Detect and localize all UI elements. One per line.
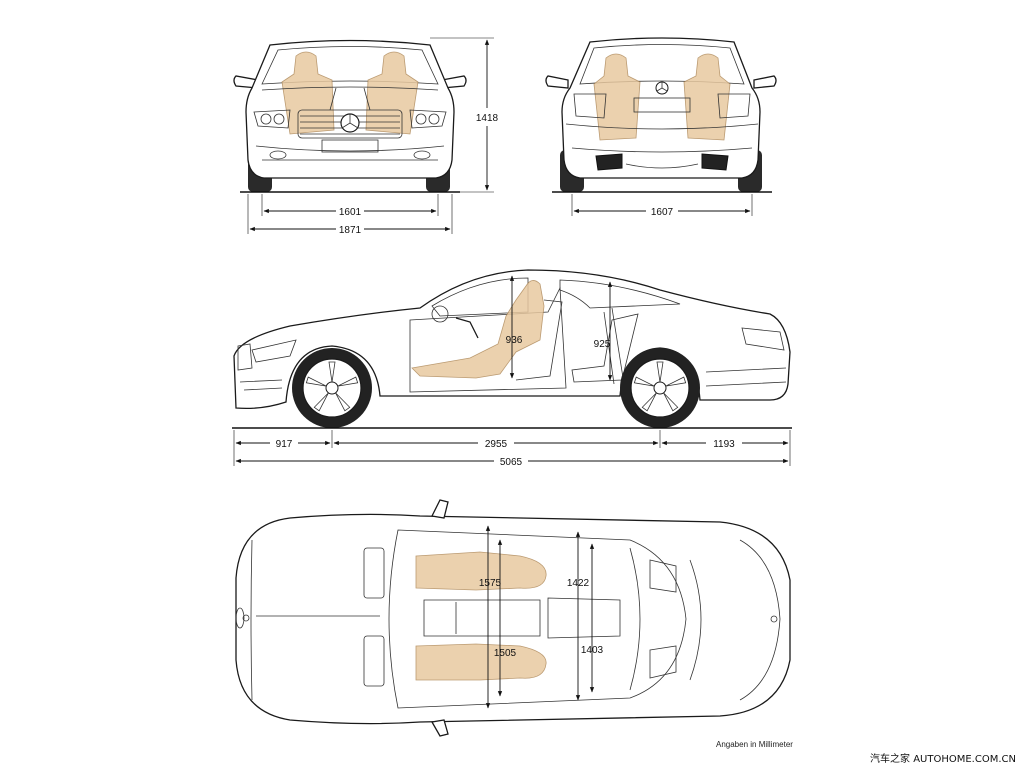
top-view: 1575 1422 1505 1403 xyxy=(235,499,791,737)
rear-window-top xyxy=(629,547,702,691)
front-headroom-label: 936 xyxy=(506,335,523,346)
front-view-dimensions: 1601 1871 1418 xyxy=(247,37,499,236)
rear-track-label: 1607 xyxy=(651,207,674,218)
rear-wheel xyxy=(620,348,700,428)
front-view xyxy=(233,39,467,193)
front-grille xyxy=(297,109,403,139)
front-wheel xyxy=(292,348,372,428)
rear-view xyxy=(545,37,777,193)
height-label: 1418 xyxy=(476,113,499,124)
side-headlight xyxy=(251,339,297,363)
driver-top-occupant xyxy=(415,551,547,591)
units-footnote: Angaben in Millimeter xyxy=(716,740,793,749)
width-label: 1871 xyxy=(339,225,362,236)
side-mirror xyxy=(431,305,449,323)
side-grille xyxy=(237,343,253,371)
right-headlight xyxy=(409,109,447,129)
wheelbase-label: 2955 xyxy=(485,439,508,450)
rear-view-dimensions: 1607 xyxy=(571,194,753,218)
exhaust-tips xyxy=(595,153,729,171)
rear-body xyxy=(561,37,761,179)
rear-left-occupant xyxy=(593,53,641,141)
top-left-mirror xyxy=(431,499,449,519)
rear-overhang-label: 1193 xyxy=(713,439,735,450)
rear-shoulder-width-label: 1422 xyxy=(567,578,590,589)
rear-seats-top xyxy=(649,559,677,679)
steering-wheel xyxy=(455,317,479,339)
rear-center-console xyxy=(547,597,621,639)
right-mirror xyxy=(441,75,467,89)
rear-headroom-label: 925 xyxy=(594,339,611,350)
side-tail-light xyxy=(741,327,785,351)
top-body xyxy=(235,513,791,725)
front-license-plate xyxy=(321,139,379,153)
cabin-outline xyxy=(388,529,687,709)
top-right-mirror xyxy=(430,719,449,737)
rear-right-mirror xyxy=(753,75,777,89)
front-body xyxy=(245,39,455,179)
front-shoulder-width-label: 1575 xyxy=(479,578,502,589)
left-headlight xyxy=(253,109,291,129)
rear-license-plate xyxy=(633,97,691,113)
rear-elbow-width-label: 1403 xyxy=(581,645,604,656)
watermark: 汽车之家 AUTOHOME.COM.CN xyxy=(870,752,1016,765)
driver-seat xyxy=(515,299,563,381)
right-hood-vent xyxy=(363,635,385,687)
left-mirror xyxy=(233,75,259,89)
top-star-icon xyxy=(242,614,250,622)
front-track-label: 1601 xyxy=(339,207,362,218)
rear-side-window xyxy=(559,279,681,309)
rear-seat xyxy=(571,313,639,383)
side-view: 936 925 xyxy=(232,269,792,429)
front-overhang-label: 917 xyxy=(276,439,293,450)
tail-lights xyxy=(573,93,751,119)
passenger-top-occupant xyxy=(415,643,547,681)
rear-left-mirror xyxy=(545,75,569,89)
left-hood-vent xyxy=(363,547,385,599)
side-view-dimensions: 917 2955 1193 5065 xyxy=(233,430,791,468)
length-label: 5065 xyxy=(500,457,523,468)
front-elbow-width-label: 1505 xyxy=(494,648,517,659)
